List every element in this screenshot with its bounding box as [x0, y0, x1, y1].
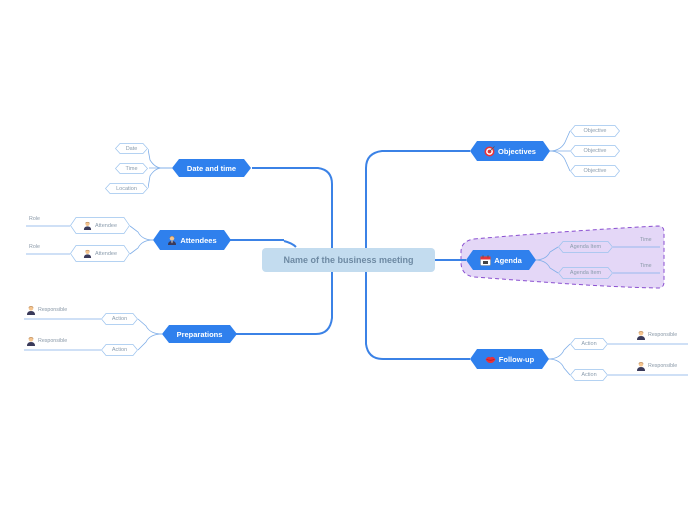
topic-attendees-label: Attendees [180, 235, 217, 245]
subtopic-agenda-item-2-label: Agenda Item [569, 270, 602, 276]
topic-agenda[interactable]: Agenda [466, 250, 536, 270]
topic-preparations[interactable]: Preparations [162, 325, 237, 343]
subtopic-frame [570, 369, 608, 381]
subtopic-time[interactable]: Time [115, 163, 148, 174]
subtopic-objective-3[interactable]: Objective [570, 165, 620, 177]
subtopic-objective-1-label: Objective [583, 128, 607, 134]
leaf-prep-responsible-1-label: Responsible [38, 307, 68, 313]
topic-preparations-label: Preparations [176, 329, 223, 339]
leaf-role-2[interactable]: Role [29, 244, 40, 250]
leaf-followup-responsible-1-label: Responsible [648, 332, 678, 338]
topic-date-and-time-label: Date and time [186, 163, 237, 173]
root-topic-label: Name of the business meeting [283, 255, 414, 265]
leaf-followup-responsible-1[interactable]: Responsible [636, 330, 677, 340]
subtopic-location-label: Location [116, 185, 137, 192]
person-icon [83, 249, 92, 258]
subtopic-objective-2[interactable]: Objective [570, 145, 620, 157]
subtopic-time-label: Time [125, 165, 138, 172]
right-subconnectors [534, 130, 688, 376]
subtopic-agenda-item-1[interactable]: Agenda Item [558, 241, 613, 253]
subtopic-followup-action-1-label: Action [581, 341, 597, 347]
leaf-prep-responsible-2-label: Responsible [38, 338, 68, 344]
subtopic-frame [558, 241, 613, 253]
agenda-boundary[interactable] [460, 225, 665, 289]
leaf-role-1-label: Role [29, 216, 40, 222]
subtopic-location[interactable]: Location [105, 183, 148, 194]
subtopic-attendee-2[interactable]: Attendee [70, 245, 130, 262]
subtopic-prep-action-2-label: Action [111, 347, 128, 353]
lips-icon [485, 355, 496, 364]
subtopic-prep-action-1[interactable]: Action [101, 313, 138, 325]
subtopic-frame [570, 145, 620, 157]
calendar-icon [480, 255, 491, 266]
subtopic-attendee-1[interactable]: Attendee [70, 217, 130, 234]
topic-objectives[interactable]: Objectives [470, 141, 550, 161]
subtopic-date[interactable]: Date [115, 143, 148, 154]
leaf-role-2-label: Role [29, 244, 40, 250]
subtopic-attendee-2-label: Attendee [94, 250, 118, 257]
subtopic-frame [115, 143, 148, 154]
person-icon [27, 306, 35, 315]
leaf-prep-responsible-2[interactable]: Responsible [26, 336, 67, 346]
subtopic-objective-2-label: Objective [583, 148, 607, 154]
leaf-followup-responsible-2-label: Responsible [648, 363, 678, 369]
leaf-agenda-time-2-label: Time [640, 263, 652, 269]
subtopic-frame [570, 125, 620, 137]
leaf-followup-responsible-2[interactable]: Responsible [636, 361, 677, 371]
topic-agenda-label: Agenda [494, 255, 522, 265]
subtopic-date-label: Date [125, 145, 138, 152]
subtopic-attendee-1-label: Attendee [94, 222, 118, 229]
subtopic-frame [570, 338, 608, 350]
subtopic-followup-action-1[interactable]: Action [570, 338, 608, 350]
subtopic-frame [115, 163, 148, 174]
person-icon [637, 362, 645, 371]
subtopic-agenda-item-1-label: Agenda Item [569, 244, 602, 250]
subtopic-followup-action-2[interactable]: Action [570, 369, 608, 381]
topic-follow-up[interactable]: Follow-up [470, 349, 549, 369]
subtopic-prep-action-1-label: Action [111, 316, 128, 322]
subtopic-objective-1[interactable]: Objective [570, 125, 620, 137]
target-icon [484, 146, 495, 157]
leaf-agenda-time-2[interactable]: Time [640, 263, 652, 269]
leaf-role-1[interactable]: Role [29, 216, 40, 222]
person-icon [167, 235, 177, 245]
subtopic-agenda-item-2[interactable]: Agenda Item [558, 267, 613, 279]
leaf-agenda-time-1-label: Time [640, 237, 652, 243]
leaf-agenda-time-1[interactable]: Time [640, 237, 652, 243]
subtopic-objective-3-label: Objective [583, 168, 607, 174]
topic-objectives-label: Objectives [498, 146, 536, 156]
leaf-prep-responsible-1[interactable]: Responsible [26, 305, 67, 315]
subtopic-frame [101, 313, 138, 325]
subtopic-followup-action-2-label: Action [581, 372, 597, 378]
subtopic-frame [558, 267, 613, 279]
subtopic-frame [101, 344, 138, 356]
root-topic[interactable]: Name of the business meeting [262, 248, 435, 272]
person-icon [637, 331, 645, 340]
subtopic-frame [570, 165, 620, 177]
subtopic-prep-action-2[interactable]: Action [101, 344, 138, 356]
person-icon [83, 221, 92, 230]
subtopic-frame [105, 183, 148, 194]
topic-attendees[interactable]: Attendees [153, 230, 231, 250]
topic-date-and-time[interactable]: Date and time [172, 159, 251, 177]
person-icon [27, 337, 35, 346]
left-subconnectors [24, 148, 172, 351]
topic-follow-up-label: Follow-up [498, 354, 535, 364]
